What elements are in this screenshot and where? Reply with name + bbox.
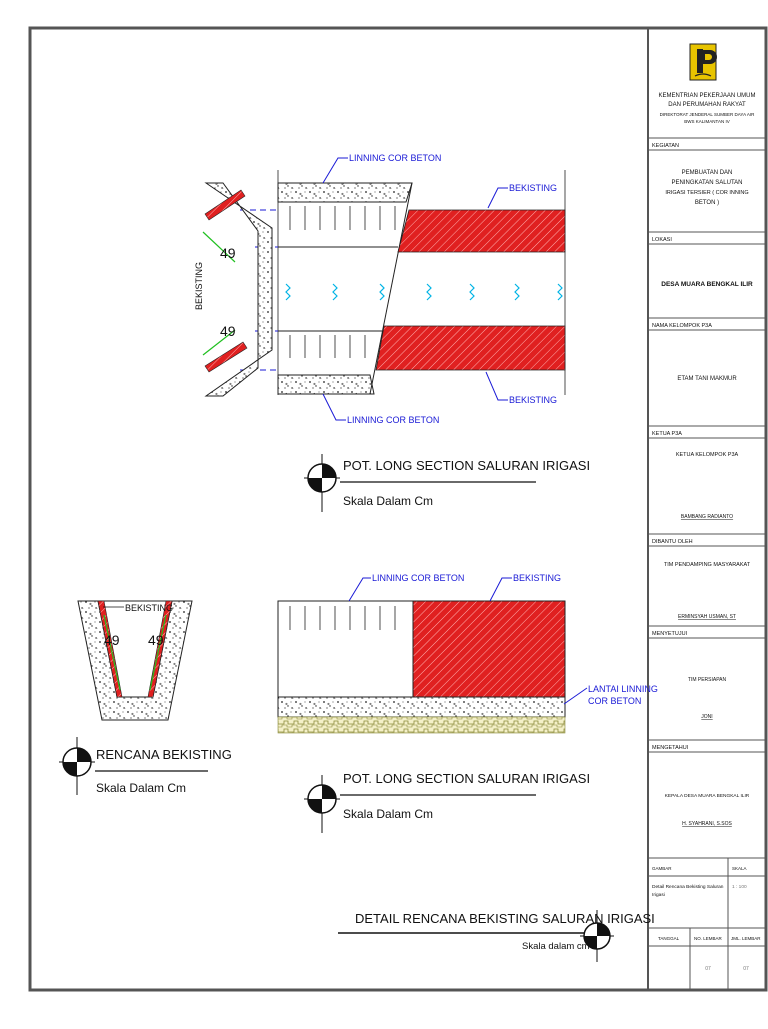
mengetahui-title: KEPALA DESA MUARA BENGKAL ILIR: [665, 793, 750, 799]
lokasi-label: LOKASI: [652, 237, 672, 243]
label-bekisting-bottom: BEKISTING: [509, 395, 557, 405]
kegiatan-line-4: BETON ): [695, 200, 719, 206]
main-caption: DETAIL RENCANA BEKISTING SALURAN IRIGASI…: [338, 910, 655, 962]
dim-49-upper: 49: [220, 245, 236, 261]
label-lantai-cor-beton: COR BETON: [588, 696, 641, 706]
title-block-text: KEMENTRIAN PEKERJAAN UMUM DAN PERUMAHAN …: [652, 93, 761, 972]
ketua-label: KETUA P3A: [652, 431, 682, 437]
mengetahui-name: H. SYAHRANI, S.SOS: [682, 821, 732, 827]
dibantu-label: DIBANTU OLEH: [652, 539, 693, 545]
label-linning-bottom: LINNING COR BETON: [347, 415, 439, 425]
label-lantai-linning: LANTAI LINNING: [588, 684, 658, 694]
section-2-scale: Skala Dalam Cm: [343, 807, 433, 821]
ministry-line-2: DAN PERUMAHAN RAKYAT: [668, 102, 746, 108]
skala-value: 1 : 100: [732, 884, 747, 890]
dibantu-name: ERMINSYAH USMAN, ST: [678, 614, 736, 620]
kelompok-value: ETAM TANI MAKMUR: [677, 376, 737, 382]
dibantu-title: TIM PENDAMPING MASYARAKAT: [664, 562, 751, 568]
long-section-1: [240, 170, 566, 395]
menyetujui-title: TIM PERSIAPAN: [688, 677, 727, 683]
main-title: DETAIL RENCANA BEKISTING SALURAN IRIGASI: [355, 911, 655, 926]
lokasi-value: DESA MUARA BENGKAL ILIR: [661, 281, 753, 288]
tanggal-label: TANGGAL: [658, 936, 680, 941]
section-2-title: POT. LONG SECTION SALURAN IRIGASI: [343, 771, 590, 786]
jml-lembar-value: 07: [743, 966, 749, 972]
annotations-section-1: LINNING COR BETON BEKISTING LINNING COR …: [194, 153, 557, 425]
gambar-label: GAMBAR: [652, 866, 672, 871]
section-2-caption: POT. LONG SECTION SALURAN IRIGASI Skala …: [304, 771, 590, 833]
sheet-border: [28, 26, 768, 992]
dim-49-right: 49: [148, 632, 164, 648]
directorate-line-1: DIREKTORAT JENDERAL SUMBER DAYA AIR: [660, 112, 755, 117]
menyetujui-name: JONI: [701, 714, 712, 720]
ketua-name: BAMBANG RADIANTO: [681, 514, 733, 520]
mengetahui-label: MENGETAHUI: [652, 745, 689, 751]
kelompok-label: NAMA KELOMPOK P3A: [652, 323, 712, 329]
no-lembar-label: NO. LEMBAR: [694, 936, 723, 941]
dim-49-left: 49: [104, 632, 120, 648]
rencana-title: RENCANA BEKISTING: [96, 747, 232, 762]
ketua-title: KETUA KELOMPOK P3A: [676, 452, 739, 458]
gambar-line-2: Irigasi: [652, 892, 665, 898]
no-lembar-value: 07: [705, 966, 711, 972]
section-1-title: POT. LONG SECTION SALURAN IRIGASI: [343, 458, 590, 473]
main-scale: Skala dalam cm: [522, 941, 590, 952]
rencana-caption: RENCANA BEKISTING Skala Dalam Cm: [59, 737, 232, 795]
title-block: [648, 137, 766, 990]
ministry-line-1: KEMENTRIAN PEKERJAAN UMUM: [658, 93, 755, 99]
kegiatan-label: KEGIATAN: [652, 143, 679, 149]
kegiatan-line-1: PEMBUATAN DAN: [682, 170, 733, 176]
directorate-line-2: BWS KALIMANTAN IV: [684, 119, 729, 124]
section-1-scale: Skala Dalam Cm: [343, 494, 433, 508]
gambar-line-1: Detail Rencana Bekisting Saluran: [652, 884, 724, 890]
dim-49-lower: 49: [220, 323, 236, 339]
label-bekisting-vertical: BEKISTING: [194, 262, 204, 310]
long-section-2: LINNING COR BETON BEKISTING LANTAI LINNI…: [277, 573, 658, 734]
section-1-caption: POT. LONG SECTION SALURAN IRIGASI Skala …: [304, 454, 590, 512]
label-linning-top: LINNING COR BETON: [349, 153, 441, 163]
menyetujui-label: MENYETUJUI: [652, 631, 688, 637]
jml-lembar-label: JML. LEMBAR: [731, 936, 761, 941]
rencana-bekisting-view: BEKISTING 49 49: [77, 600, 193, 721]
kegiatan-line-3: IRIGASI TERSIER ( COR INNING: [665, 190, 748, 196]
label-bekisting-top: BEKISTING: [509, 183, 557, 193]
label-bekisting-small: BEKISTING: [125, 603, 173, 613]
skala-label: SKALA: [732, 866, 747, 871]
label-bekisting-s2: BEKISTING: [513, 573, 561, 583]
rencana-scale: Skala Dalam Cm: [96, 781, 186, 795]
ministry-logo: [689, 43, 717, 81]
channel-cross-section-rotated: [202, 182, 273, 397]
kegiatan-line-2: PENINGKATAN SALUTAN: [671, 180, 742, 186]
label-linning-s2: LINNING COR BETON: [372, 573, 464, 583]
